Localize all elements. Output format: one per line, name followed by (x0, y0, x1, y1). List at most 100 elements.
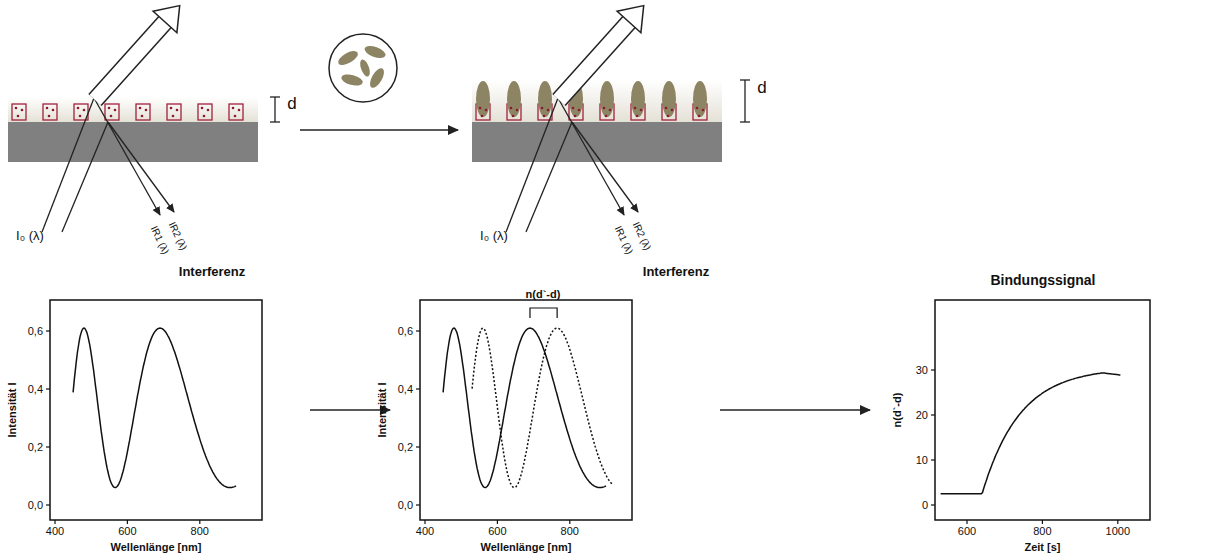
tick-label: 600 (118, 525, 136, 537)
receptor-dot (578, 109, 581, 112)
tick-label: 0,4 (28, 383, 43, 395)
axis-title: Wellenlänge [nm] (111, 541, 202, 553)
receptor-dot (46, 107, 49, 110)
receptor-dot (485, 109, 488, 112)
receptor-dot (234, 115, 237, 118)
binding-curve (941, 373, 1121, 494)
receptor-dot (145, 109, 148, 112)
receptor-dot (77, 107, 80, 110)
receptor-dot (15, 107, 18, 110)
tick-label: 400 (416, 525, 434, 537)
tick-label: 0 (922, 499, 928, 511)
receptor-dot (141, 115, 144, 118)
receptor-dot (605, 115, 608, 118)
tick-mark (46, 388, 50, 389)
chart-frame (50, 300, 262, 520)
receptor-dot (696, 107, 699, 110)
tick-label: 0,6 (398, 325, 413, 337)
tick-mark (1117, 520, 1118, 524)
receptor-dot (667, 115, 670, 118)
tick-mark (46, 330, 50, 331)
beam-label: I₀ (λ) (480, 229, 508, 243)
bound-particle (507, 81, 521, 117)
chart-frame (420, 300, 632, 520)
receptor-cup (229, 104, 243, 120)
thickness-label: d (757, 79, 766, 98)
tick-mark (931, 504, 935, 505)
axis-title: Zeit [s] (1024, 541, 1060, 553)
receptor-dot (201, 107, 204, 110)
receptor-dot (48, 115, 51, 118)
receptor-dot (671, 109, 674, 112)
tick-label: 800 (191, 525, 209, 537)
receptor-dot (52, 109, 55, 112)
tick-label: 800 (1033, 525, 1051, 537)
receptor-dot (207, 109, 210, 112)
spectrum-curve (472, 328, 613, 488)
receptor-dot (636, 115, 639, 118)
chart-title: Bindungssignal (991, 273, 1096, 288)
receptor-dot (83, 109, 86, 112)
receptor-dot (79, 115, 82, 118)
tick-mark (416, 446, 420, 447)
receptor-dot (547, 109, 550, 112)
receptor-cup (105, 104, 119, 120)
receptor-dot (232, 107, 235, 110)
receptor-dot (640, 109, 643, 112)
bound-particle (538, 81, 552, 117)
receptor-cup (198, 104, 212, 120)
shift-label: n(d`-d) (526, 288, 561, 300)
thickness-label: d (287, 95, 296, 114)
receptor-dot (172, 115, 175, 118)
tick-mark (46, 504, 50, 505)
receptor-dot (21, 109, 24, 112)
sensor-right (472, 80, 722, 162)
receptor-dot (609, 109, 612, 112)
tick-label: 30 (916, 364, 928, 376)
light-beams (42, 6, 180, 232)
bound-particle (662, 81, 676, 117)
tick-mark (966, 520, 967, 524)
tick-mark (931, 414, 935, 415)
receptor-dot (479, 107, 482, 110)
receptor-dot (665, 107, 668, 110)
receptor-dot (702, 109, 705, 112)
tick-mark (46, 446, 50, 447)
bound-particle (693, 81, 707, 117)
receptor-dot (543, 115, 546, 118)
shift-bracket (530, 308, 557, 318)
process-arrow (300, 34, 458, 130)
receptor-dot (108, 107, 111, 110)
receptor-dot (541, 107, 544, 110)
receptor-cup (43, 104, 57, 120)
receptor-dot (634, 107, 637, 110)
tick-mark (931, 459, 935, 460)
receptor-dot (110, 115, 113, 118)
caption-label: Interferenz (643, 265, 709, 279)
receptor-dot (603, 107, 606, 110)
sensor-left (8, 97, 258, 162)
axis-title: Intensität I (6, 382, 18, 437)
process-arrow (310, 409, 870, 411)
axis-title: Wellenlänge [nm] (481, 541, 572, 553)
receptor-dot (481, 115, 484, 118)
receptor-dot (176, 109, 179, 112)
chart-frame (935, 300, 1150, 520)
tick-mark (199, 520, 200, 524)
tick-label: 0,6 (28, 325, 43, 337)
light-beams (506, 6, 644, 232)
tick-label: 400 (46, 525, 64, 537)
axis-title: n(d`-d) (891, 393, 903, 428)
caption-label: Interferenz (179, 265, 245, 279)
tick-label: 0,0 (398, 499, 413, 511)
axis-title: Intensität I (376, 382, 388, 437)
tick-mark (931, 369, 935, 370)
tick-mark (497, 520, 498, 524)
receptor-dot (114, 109, 117, 112)
receptor-dot (170, 107, 173, 110)
tick-label: 1000 (1106, 525, 1130, 537)
tick-mark (54, 520, 55, 524)
receptor-dot (17, 115, 20, 118)
receptor-dot (572, 107, 575, 110)
receptor-cup (12, 104, 26, 120)
